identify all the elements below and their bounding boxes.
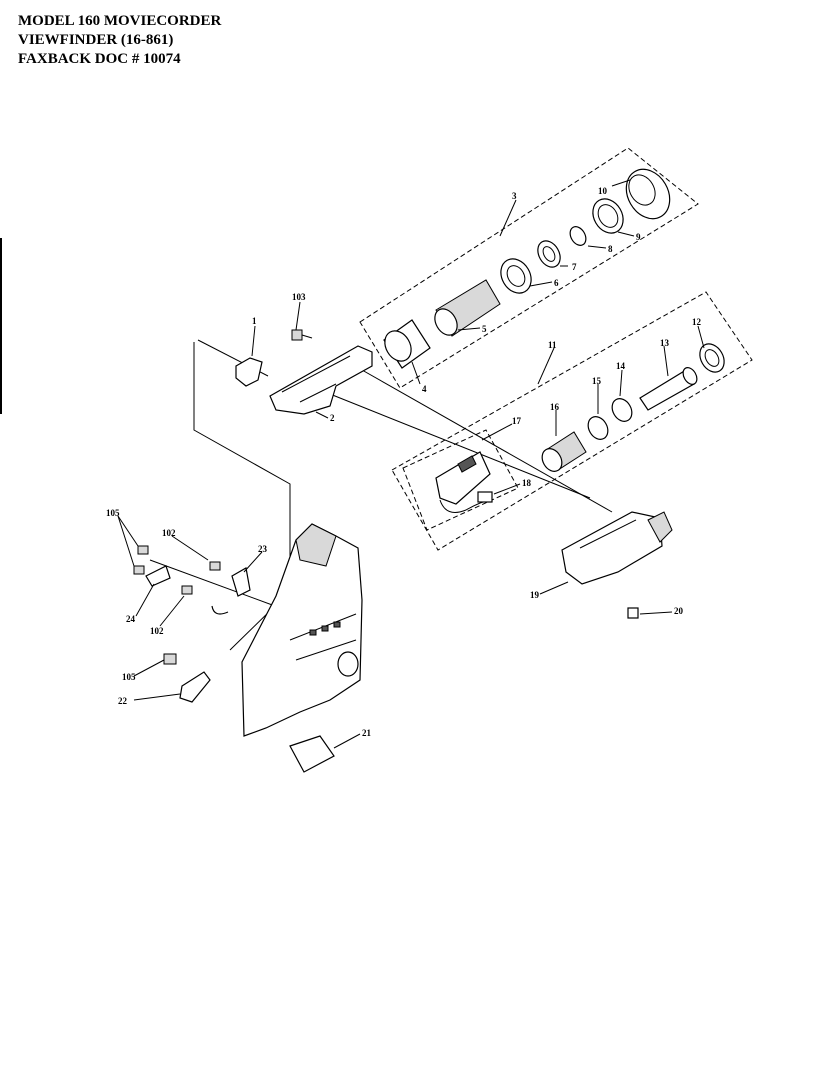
part-5-lens-holder (434, 279, 501, 337)
part-2-viewfinder-frame (269, 345, 373, 415)
part-16-crt-tube (541, 431, 587, 472)
part-24-bracket (145, 565, 171, 587)
callout-7: 7 (572, 262, 577, 272)
part-17-circuit-board (435, 451, 491, 505)
callout-24: 24 (126, 614, 136, 624)
part-18-connector (439, 491, 493, 513)
part-103-screw (291, 329, 313, 341)
group-box-crt-board (402, 429, 519, 531)
callout-12: 12 (692, 317, 702, 327)
callout-11: 11 (548, 340, 557, 350)
part-13-shaft (639, 367, 698, 411)
part-6-ring (500, 258, 532, 294)
assembly-line-4 (361, 369, 613, 513)
callout-8: 8 (608, 244, 613, 254)
part-10-eyecup (625, 168, 671, 220)
part-21-bracket (289, 735, 335, 773)
scan-margin-bar (0, 238, 2, 414)
callout-6: 6 (554, 278, 559, 288)
callout-103: 103 (292, 292, 306, 302)
part-105-screws-upper (133, 545, 149, 575)
part-9-lens-ring (592, 198, 624, 234)
callout-2: 2 (330, 413, 335, 423)
faxback-doc-number: FAXBACK DOC # 10074 (18, 51, 181, 67)
part-20-button (627, 607, 639, 619)
callout-15: 15 (592, 376, 602, 386)
camera-body-section (241, 523, 363, 737)
callout-102-upper: 102 (162, 528, 176, 538)
callout-20: 20 (674, 606, 684, 616)
part-7-collar (537, 240, 561, 268)
callout-5: 5 (482, 324, 487, 334)
part-8-washer (569, 226, 587, 246)
callout-17: 17 (512, 416, 522, 426)
assembly-line-3 (329, 393, 591, 499)
part-23-clip (231, 567, 251, 597)
part-105-screw-lower (163, 653, 177, 665)
part-c-ring (211, 605, 229, 615)
part-15-ring (587, 416, 609, 440)
assembly-line-5 (149, 559, 276, 607)
viewfinder-subtitle: VIEWFINDER (16-861) (18, 32, 174, 48)
part-22-latch (179, 671, 211, 703)
model-title: MODEL 160 MOVIECORDER (18, 13, 222, 29)
part-14-ring (611, 398, 633, 422)
callout-105-lower: 105 (122, 672, 136, 682)
group-box-lens-assembly (359, 147, 699, 389)
callout-13: 13 (660, 338, 670, 348)
callout-102-lower: 102 (150, 626, 164, 636)
callout-9: 9 (636, 232, 641, 242)
callout-4: 4 (422, 384, 427, 394)
callout-22: 22 (118, 696, 128, 706)
callout-19: 19 (530, 590, 540, 600)
callout-16: 16 (550, 402, 560, 412)
part-12-end-cap (699, 343, 725, 373)
part-102-screw-lower (181, 585, 193, 595)
callout-10: 10 (598, 186, 608, 196)
part-4-lens-barrel (383, 319, 431, 369)
callout-23: 23 (258, 544, 268, 554)
part-19-viewfinder-housing (561, 511, 673, 585)
group-box-eyepiece-assembly (391, 291, 753, 551)
callout-105-upper: 105 (106, 508, 120, 518)
callout-3: 3 (512, 191, 517, 201)
document-header: MODEL 160 MOVIECORDER VIEWFINDER (16-861… (18, 12, 221, 69)
callout-14: 14 (616, 361, 626, 371)
callout-1: 1 (252, 316, 257, 326)
part-1-clip (235, 357, 263, 387)
part-102-screw-upper (209, 561, 221, 571)
callout-18: 18 (522, 478, 532, 488)
callout-21: 21 (362, 728, 372, 738)
